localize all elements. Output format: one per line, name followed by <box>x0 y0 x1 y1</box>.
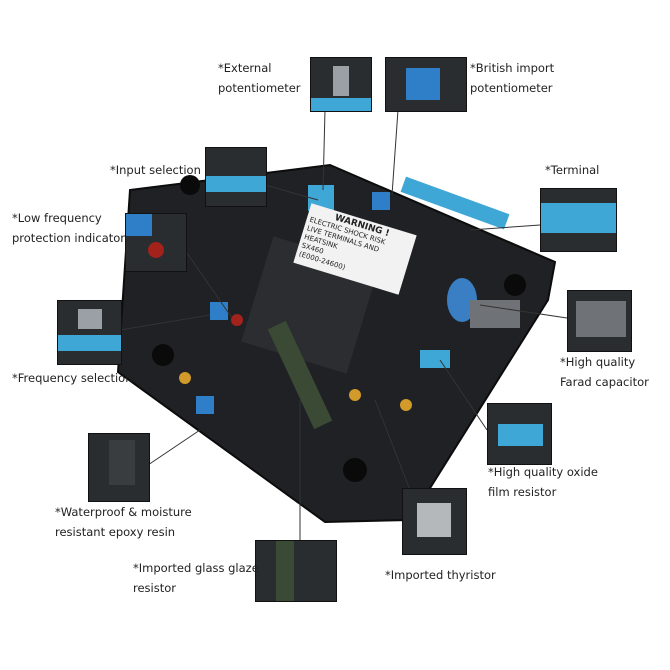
callout-text: *External <box>218 61 272 75</box>
terminal-block <box>400 176 510 230</box>
callout-thyristor: *Imported thyristor <box>385 565 496 585</box>
callout-text: *Low frequency <box>12 211 102 225</box>
callout-text: *British import <box>470 61 555 75</box>
callout-glass-glaze-resistor: *Imported glass glaze resistor <box>133 558 259 598</box>
callout-text: resistor <box>133 581 177 595</box>
callout-text: protection indicator <box>12 231 126 245</box>
callout-text: *Terminal <box>545 163 600 177</box>
thumb-oxide-resistor <box>487 403 552 465</box>
callout-text: potentiometer <box>470 81 553 95</box>
thumb-terminal <box>540 188 617 252</box>
callout-text: resistant epoxy resin <box>55 525 176 539</box>
thumb-glass-glaze-resistor <box>255 540 337 602</box>
callout-text: *High quality oxide <box>488 465 598 479</box>
led-indicator <box>231 314 243 326</box>
callout-frequency-selection: *Frequency selection <box>12 368 133 388</box>
capacitor <box>447 278 477 322</box>
callout-low-frequency: *Low frequency protection indicator <box>12 208 125 248</box>
thumb-external-potentiometer <box>310 57 372 112</box>
thumb-thyristor <box>402 488 467 555</box>
mounting-hole <box>152 344 174 366</box>
electrolytic-capacitor <box>420 350 450 368</box>
callout-text: *High quality <box>560 355 636 369</box>
thumb-british-potentiometer <box>385 57 467 112</box>
callout-external-potentiometer: *External potentiometer <box>218 58 301 98</box>
thumb-epoxy-resin <box>88 433 150 502</box>
callout-text: potentiometer <box>218 81 301 95</box>
thumb-frequency-selection <box>57 300 122 365</box>
thumb-input-selection <box>205 147 267 207</box>
callout-terminal: *Terminal <box>545 160 599 180</box>
thumb-farad-capacitor <box>567 290 632 352</box>
glass-glaze-resistor <box>267 320 333 430</box>
potentiometer <box>372 192 390 210</box>
thumb-led <box>125 213 187 272</box>
callout-oxide-resistor: *High quality oxide film resistor <box>488 462 598 502</box>
leader-lines <box>119 109 568 540</box>
callout-epoxy-resin: *Waterproof & moisture resistant epoxy re… <box>55 502 192 542</box>
mounting-hole <box>180 175 200 195</box>
callout-british-potentiometer: *British import potentiometer <box>470 58 554 98</box>
callout-text: *Imported glass glaze <box>133 561 259 575</box>
callout-text: *Imported thyristor <box>385 568 496 582</box>
callout-input-selection: *Input selection <box>110 160 201 180</box>
callout-text: *Waterproof & moisture <box>55 505 192 519</box>
potentiometer <box>196 396 214 414</box>
callout-text: film resistor <box>488 485 557 499</box>
callout-text: Farad capacitor <box>560 375 649 389</box>
callout-text: *Input selection <box>110 163 201 177</box>
mounting-hole <box>343 458 367 482</box>
mounting-hole <box>504 274 526 296</box>
callout-text: *Frequency selection <box>12 371 133 385</box>
capacitor-box <box>470 300 520 328</box>
potentiometer <box>210 302 228 320</box>
